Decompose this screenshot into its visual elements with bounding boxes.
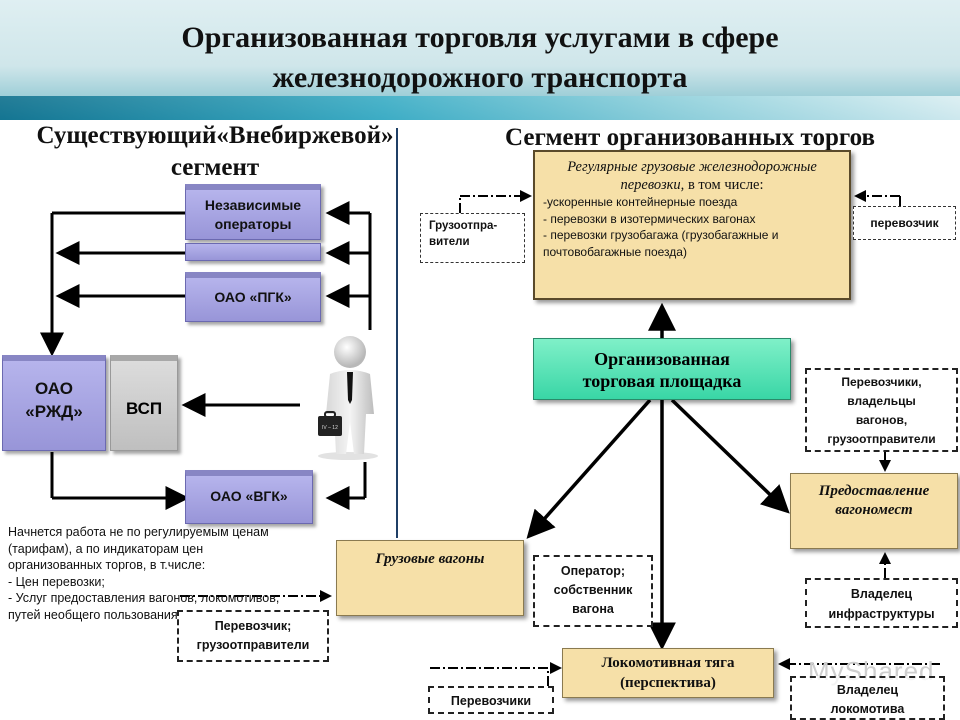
businessman-figure: IV – 12 bbox=[300, 330, 396, 462]
vsp-box: ВСП bbox=[110, 355, 178, 451]
carriers-bottom-box: Перевозчики bbox=[428, 686, 554, 714]
businessman-icon: IV – 12 bbox=[318, 336, 378, 460]
regular-freight-title-suffix: в том числе: bbox=[684, 177, 764, 193]
page-title: Организованная торговля услугами в сфере… bbox=[181, 21, 779, 94]
pgk-box: ОАО «ПГК» bbox=[185, 272, 321, 322]
right-section-heading: Сегмент организованных торгов bbox=[505, 124, 875, 151]
rzd-box: ОАО «РЖД» bbox=[2, 355, 106, 451]
regular-freight-item-2: - перевозки грузобагажа (грузобагажные и… bbox=[543, 228, 779, 259]
regular-freight-item-0: -ускоренные контейнерные поезда bbox=[543, 195, 738, 209]
freight-wagons-box: Грузовые вагоны bbox=[336, 540, 524, 616]
independent-operators-box: Независимые операторы bbox=[185, 184, 321, 240]
briefcase-label: IV – 12 bbox=[322, 425, 338, 431]
carriers-owners-box: Перевозчики, владельцы вагонов, грузоотп… bbox=[805, 368, 958, 452]
regular-freight-box: Регулярные грузовые железнодорожные пере… bbox=[533, 150, 851, 300]
locomotive-traction-box: Локомотивная тяга (перспектива) bbox=[562, 648, 774, 698]
arrow-platform-to-wagons bbox=[526, 398, 652, 539]
note-text: Начнется работа не по регулируемым ценам… bbox=[8, 525, 280, 622]
wagon-provision-box: Предоставление вагономест bbox=[790, 473, 958, 549]
vgk-box: ОАО «ВГК» bbox=[185, 470, 313, 524]
regular-freight-item-1: - перевозки в изотермических вагонах bbox=[543, 211, 756, 226]
operator-owner-box: Оператор; собственник вагона bbox=[533, 555, 653, 627]
shippers-box: Грузоотпра- вители bbox=[420, 213, 525, 263]
infrastructure-owner-box: Владелец инфраструктуры bbox=[805, 578, 958, 628]
section-divider bbox=[396, 128, 398, 538]
header-band bbox=[0, 96, 960, 120]
regular-freight-title: Регулярные грузовые железнодорожные пере… bbox=[567, 159, 817, 193]
trading-platform-box: Организованная торговая площадка bbox=[533, 338, 791, 400]
carrier-top-box: перевозчик bbox=[853, 206, 956, 240]
left-section-heading: Существующий«Внебиржевой» сегмент bbox=[36, 122, 394, 181]
locomotive-owner-box: Владелец локомотива bbox=[790, 676, 945, 720]
carrier-shippers-box: Перевозчик; грузоотправители bbox=[177, 610, 329, 662]
arrow-platform-to-provision bbox=[670, 398, 790, 514]
operators-band-box bbox=[185, 243, 321, 261]
